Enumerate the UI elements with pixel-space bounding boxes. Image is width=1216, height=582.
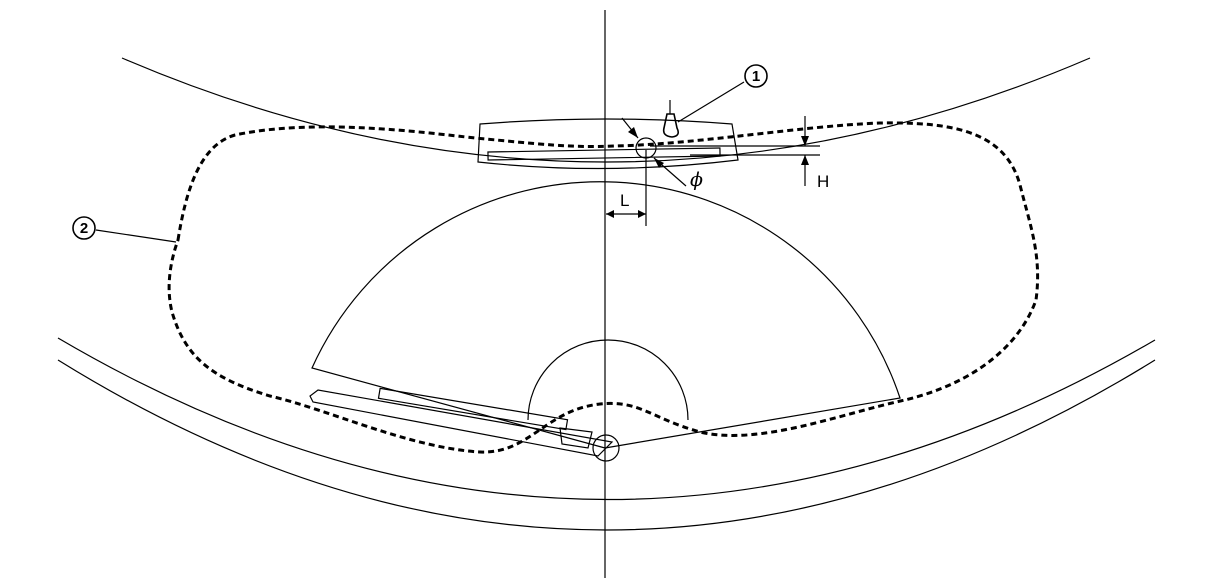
callout-2-number: 2 — [80, 220, 88, 237]
dim-phi-arrowhead-upper — [628, 127, 638, 138]
dim-phi-label: ϕ — [690, 169, 703, 191]
glass-upper-edge — [121, 57, 1091, 163]
callout-2-circle — [72, 216, 96, 240]
glass-lower-edge-outer — [57, 337, 1156, 500]
callout-1-circle — [744, 64, 768, 88]
callout-2-leader — [95, 229, 177, 243]
dim-l-arrowhead-right — [638, 210, 646, 218]
dim-h-arrowhead-bottom — [801, 155, 809, 165]
dim-phi-arrowhead-lower — [654, 158, 664, 168]
wipe-area-sector — [311, 181, 901, 449]
callout-1-number: 1 — [752, 68, 760, 85]
dim-l-label: L — [620, 191, 629, 210]
washer-spray-pattern — [167, 121, 1040, 454]
washer-nozzle — [662, 113, 679, 138]
callout-1-leader — [677, 81, 745, 123]
dim-h-arrowhead-top — [801, 136, 809, 146]
wiper-pivot — [592, 434, 620, 462]
wiper-arm-end — [559, 427, 593, 449]
dim-h-label: H — [817, 172, 829, 191]
high-mount-stop-lamp — [477, 118, 739, 170]
dim-l-arrowhead-left — [606, 210, 614, 218]
wiper-arm — [309, 389, 614, 457]
wiper-blade-slot — [377, 387, 569, 431]
stop-lamp-lens — [487, 147, 721, 161]
wiper-pivot-cover — [527, 339, 689, 421]
glass-lower-edge-inner — [57, 359, 1156, 531]
